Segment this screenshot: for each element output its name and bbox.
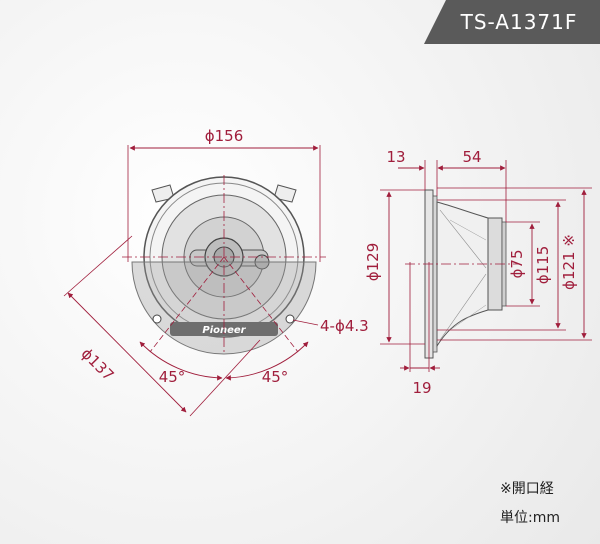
- dim-19-label: 19: [412, 379, 431, 397]
- dim-arc-45-left: [139, 341, 223, 381]
- dim-156-label: ϕ156: [205, 127, 244, 145]
- hole-label: 4-ϕ4.3: [320, 317, 369, 335]
- hole-leader: [292, 319, 319, 326]
- dim-75-label: ϕ75: [508, 250, 526, 279]
- front-diag-right: [223, 256, 299, 353]
- front-mount-ear-right: [273, 184, 297, 203]
- dim-line-137: [67, 292, 187, 413]
- dim-137-label: ϕ137: [78, 344, 118, 384]
- dim-54-label: 54: [462, 148, 481, 166]
- side-view: [405, 189, 520, 359]
- dim-129-label: ϕ129: [364, 243, 382, 282]
- front-view: Pioneer: [122, 175, 326, 355]
- dim-115-label: ϕ115: [534, 246, 552, 285]
- unit-note: 単位:mm: [500, 510, 560, 526]
- side-dimensions: 13 54 ϕ129 ϕ75 ϕ115 ϕ121 ※ 19: [364, 148, 592, 397]
- mounting-hole-left: [152, 314, 162, 324]
- cutout-note: ※開口経: [500, 481, 554, 497]
- angle-right-label: 45°: [262, 368, 289, 386]
- side-grille-rim: [432, 195, 438, 353]
- brand-logo: Pioneer: [202, 325, 246, 336]
- dim-arc-45-right: [225, 341, 309, 381]
- dim-121-label: ϕ121 ※: [560, 234, 578, 290]
- mounting-hole-right: [285, 314, 295, 324]
- model-name: TS-A1371F: [460, 10, 578, 34]
- front-dimensions: ϕ156 ϕ137 45° 45° 4-ϕ4.3: [63, 127, 369, 417]
- side-basket: [436, 201, 489, 348]
- model-label-tab: TS-A1371F: [424, 0, 600, 44]
- angle-left-label: 45°: [159, 368, 186, 386]
- dim-13-label: 13: [386, 148, 405, 166]
